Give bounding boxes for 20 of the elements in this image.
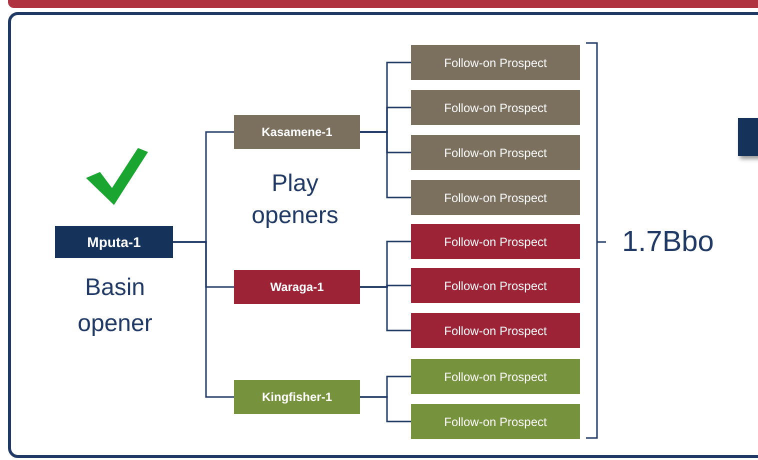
connector-line xyxy=(173,241,234,398)
prospect-box: Kingfisher-1 xyxy=(234,380,360,414)
prospect-box: Follow-on Prospect xyxy=(411,135,580,170)
column-caption: Play openers xyxy=(250,169,340,231)
prospect-box: Waraga-1 xyxy=(234,270,360,304)
connector-line xyxy=(360,131,411,198)
prospect-box: Kasamene-1 xyxy=(234,115,360,149)
connector-line xyxy=(360,396,411,422)
prospect-box: Follow-on Prospect xyxy=(411,180,580,215)
prospect-box: Follow-on Prospect xyxy=(411,359,580,394)
prospect-box: Follow-on Prospect xyxy=(411,404,580,439)
prospect-box: Follow-on Prospect xyxy=(411,268,580,303)
prospect-box: Follow-on Prospect xyxy=(411,90,580,125)
prospect-box: Follow-on Prospect xyxy=(411,313,580,348)
node-caption: Basin opener xyxy=(76,273,154,339)
prospect-box: Follow-on Prospect xyxy=(411,45,580,80)
connector-line xyxy=(360,286,411,332)
total-volume-label: 1.7Bbo xyxy=(622,225,715,259)
prospect-box: Follow-on Prospect xyxy=(411,224,580,259)
prospect-box: Mputa-1 xyxy=(55,226,173,258)
